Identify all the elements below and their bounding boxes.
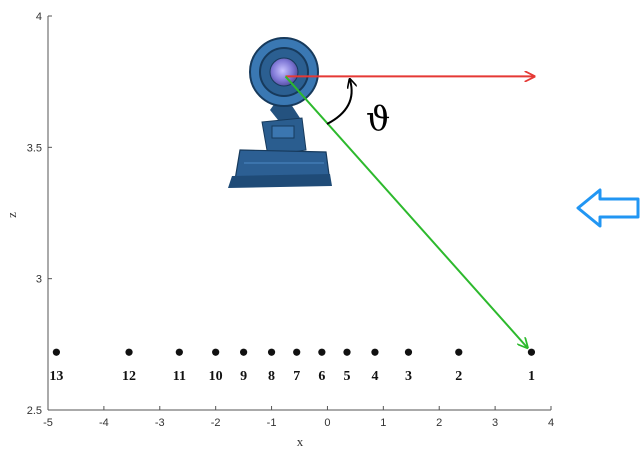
annotations: ϑ	[284, 75, 640, 347]
data-point-label: 2	[455, 369, 462, 384]
x-tick-label: -1	[267, 417, 277, 429]
x-tick-label: 1	[380, 417, 386, 429]
data-point	[455, 348, 463, 356]
camera-joint	[271, 125, 295, 139]
y-tick-label: 4	[36, 11, 42, 23]
camera-base-shadow	[228, 174, 332, 188]
camera-rig-image	[228, 37, 340, 188]
y-tick-label: 3.5	[27, 142, 42, 154]
line-of-sight-arrow	[284, 75, 528, 347]
data-point	[343, 348, 351, 356]
data-point-label: 13	[49, 369, 63, 384]
angle-arc-arrow	[326, 80, 352, 125]
data-point	[267, 348, 276, 356]
x-tick-label: -2	[211, 417, 221, 429]
x-tick-label: -5	[43, 417, 53, 429]
x-tick-label: 2	[436, 417, 442, 429]
data-point	[318, 348, 326, 356]
data-point	[212, 348, 220, 356]
data-point-label: 5	[344, 369, 351, 384]
data-point	[125, 348, 133, 356]
x-axis-ticks: -5 -4 -3 -2 -1 0 1 2 3 4	[43, 406, 554, 429]
x-tick-label: -4	[99, 417, 109, 429]
data-point-label: 11	[173, 369, 186, 384]
y-axis-label: z	[4, 212, 19, 218]
x-tick-label: 0	[324, 417, 330, 429]
data-point	[293, 348, 301, 356]
y-tick-label: 3	[36, 274, 42, 286]
angle-symbol: ϑ	[366, 99, 390, 139]
camera-lens	[269, 57, 299, 87]
data-point-label: 10	[209, 369, 223, 384]
data-point-label: 1	[528, 369, 535, 384]
x-tick-label: -3	[155, 417, 165, 429]
data-point	[175, 348, 183, 356]
data-point	[371, 348, 379, 356]
data-point	[240, 348, 248, 356]
data-point	[527, 348, 536, 356]
data-point-label: 12	[122, 369, 136, 384]
y-tick-label: 2.5	[27, 405, 42, 417]
data-point	[404, 348, 413, 356]
data-point-label: 6	[318, 369, 325, 384]
x-axis-label: x	[297, 434, 304, 449]
data-point-label: 3	[405, 369, 412, 384]
data-point-label: 9	[240, 369, 247, 384]
direction-arrow-icon	[576, 188, 640, 228]
points-layer: 13 12 11 10 9 8 7 6 5 4 3 2 1	[49, 348, 536, 384]
data-point-label: 4	[371, 369, 378, 384]
x-tick-label: 3	[492, 417, 498, 429]
y-axis-ticks: 2.5 3 3.5 4	[27, 11, 52, 417]
data-point-label: 7	[293, 369, 300, 384]
x-tick-label: 4	[548, 417, 554, 429]
data-point-label: 8	[268, 369, 275, 384]
data-point	[52, 348, 60, 356]
